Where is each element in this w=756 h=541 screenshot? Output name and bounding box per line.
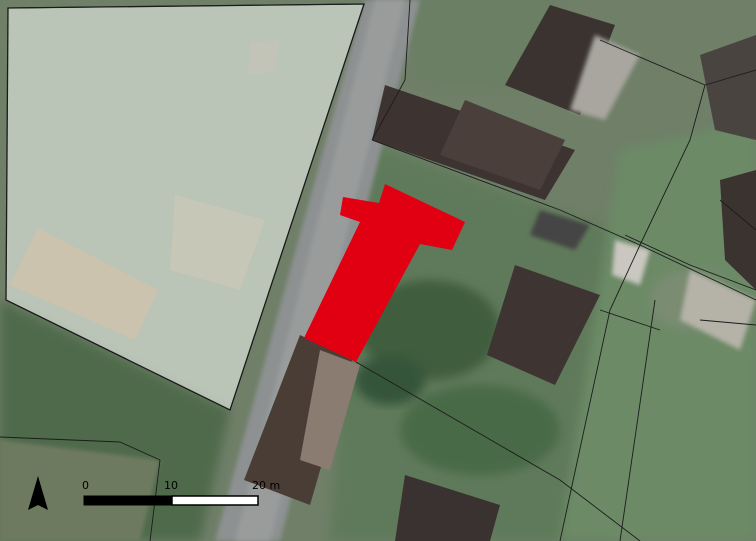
scale-label-20m: 20 m	[252, 479, 280, 492]
overlay-parcel	[5, 3, 365, 411]
highlighted-building[interactable]	[304, 184, 465, 362]
scale-bar-segment-dark	[83, 495, 173, 506]
scale-bar-segment-light	[171, 495, 259, 506]
scale-bar: 0 10 20 m	[82, 479, 280, 506]
north-arrow-icon	[28, 476, 48, 510]
scale-label-0: 0	[82, 479, 89, 492]
scale-label-10: 10	[164, 479, 178, 492]
